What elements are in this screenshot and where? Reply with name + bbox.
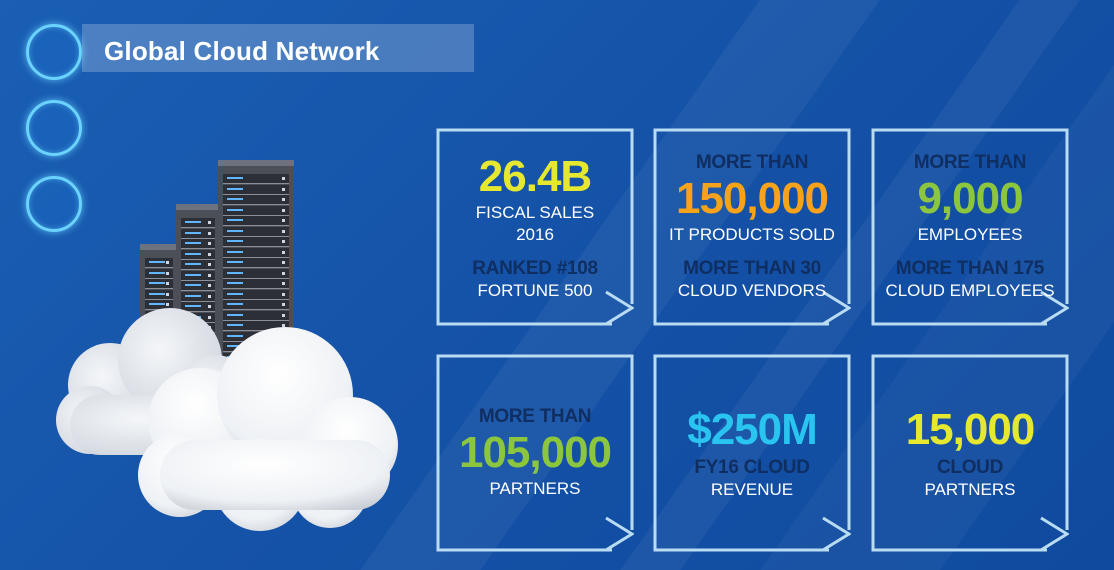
server-slot — [223, 279, 289, 289]
server-slot — [223, 300, 289, 310]
stat-sub-heading: FY16 CLOUD — [694, 457, 810, 478]
arrow-right-icon — [822, 290, 851, 326]
card-frame — [871, 354, 1069, 552]
stat-card[interactable]: $250M FY16 CLOUD REVENUE — [653, 354, 851, 552]
server-slot — [145, 279, 173, 289]
stat-prefix: MORE THAN — [913, 152, 1027, 173]
stat-value: $250M — [687, 405, 818, 454]
stat-value: 9,000 — [917, 174, 1023, 223]
server-slot — [223, 205, 289, 216]
card-frame — [653, 128, 851, 326]
stat-value: 150,000 — [675, 174, 829, 223]
server-slot — [145, 258, 173, 268]
stat-label: PARTNERS — [489, 479, 581, 498]
stat-label: IT PRODUCTS SOLD — [669, 225, 835, 244]
server-slot — [223, 226, 289, 237]
server-slot — [181, 218, 215, 228]
arrow-right-icon — [1040, 290, 1069, 326]
page-title: Global Cloud Network — [104, 36, 380, 66]
card-frame — [653, 354, 851, 552]
server-slot — [181, 291, 215, 302]
card-content: $250M FY16 CLOUD REVENUE — [659, 354, 845, 552]
stat-sub-heading: RANKED #108 — [472, 258, 598, 279]
card-frame — [871, 128, 1069, 326]
server-slot — [181, 249, 215, 260]
server-slot — [223, 174, 289, 184]
stat-prefix: MORE THAN — [695, 152, 809, 173]
stat-sub-label: CLOUD EMPLOYEES — [885, 281, 1055, 300]
server-slot — [223, 216, 289, 226]
server-slot — [181, 281, 215, 291]
server-slot — [223, 237, 289, 247]
server-slot — [181, 270, 215, 281]
stat-sub-heading: CLOUD — [936, 457, 1004, 478]
server-slot — [223, 289, 289, 300]
stat-sub-label: REVENUE — [710, 480, 794, 499]
ring-icon[interactable] — [26, 100, 82, 156]
ring-icon[interactable] — [26, 24, 82, 80]
server-slot — [145, 268, 173, 279]
title-bar: Global Cloud Network — [82, 24, 474, 72]
arrow-right-icon — [822, 516, 851, 552]
server-slot — [223, 321, 289, 331]
server-slot — [181, 228, 215, 239]
stat-sub-heading: MORE THAN 30 — [683, 258, 821, 279]
card-frame — [436, 354, 634, 552]
arrow-right-icon — [1040, 516, 1069, 552]
stat-label-2: 2016 — [516, 225, 554, 244]
server-slot — [223, 195, 289, 205]
stat-label: FISCAL SALES — [475, 203, 595, 222]
arrow-right-icon — [605, 290, 634, 326]
server-slot — [181, 302, 215, 312]
server-slot — [223, 247, 289, 258]
server-slot — [223, 258, 289, 268]
ring-icon[interactable] — [26, 176, 82, 232]
cloud-icon — [56, 308, 398, 531]
server-slot — [181, 239, 215, 249]
stat-value: 15,000 — [905, 405, 1036, 454]
stat-label: EMPLOYEES — [917, 225, 1023, 244]
card-frame — [436, 128, 634, 326]
stat-value: 26.4B — [478, 152, 592, 201]
stat-prefix: MORE THAN — [478, 406, 592, 427]
stat-value: 105,000 — [458, 428, 612, 477]
server-slot — [145, 289, 173, 300]
server-slot — [223, 268, 289, 279]
server-slot — [223, 310, 289, 321]
stat-sub-heading: MORE THAN 175 — [895, 258, 1045, 279]
arrow-right-icon — [605, 516, 634, 552]
stat-sub-label: FORTUNE 500 — [477, 281, 593, 300]
server-slot — [223, 184, 289, 195]
stat-sub-label: CLOUD VENDORS — [677, 281, 827, 300]
server-slot — [181, 260, 215, 270]
stat-sub-label: PARTNERS — [924, 480, 1016, 499]
